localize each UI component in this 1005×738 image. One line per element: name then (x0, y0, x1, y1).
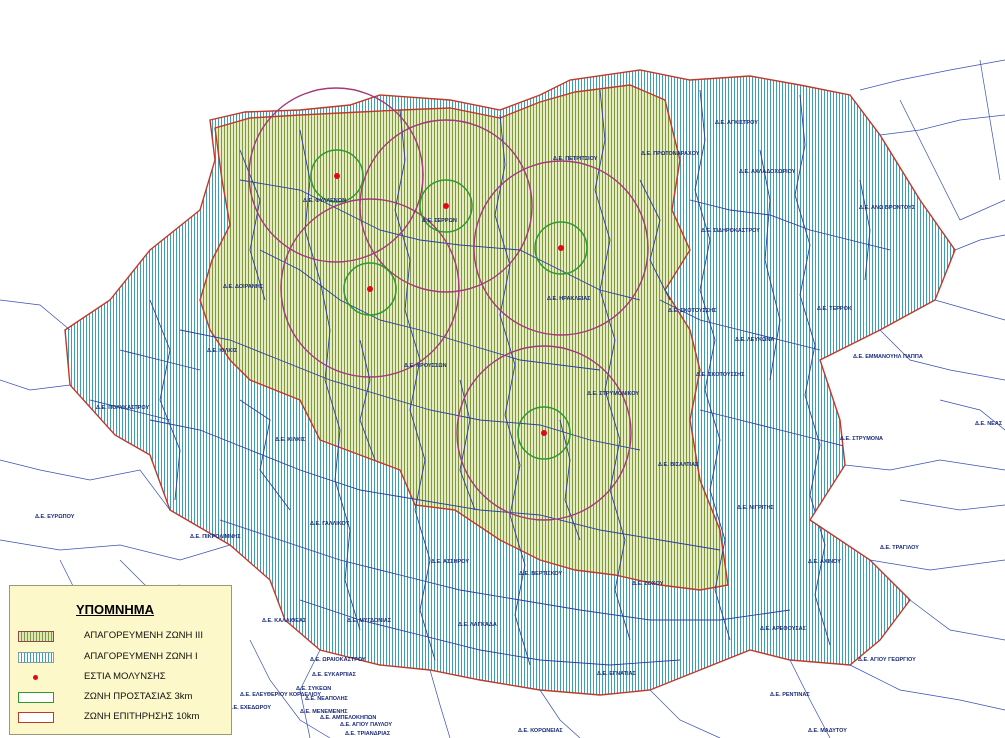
municipality-label: Δ.Ε. ΝΕΑΣ (975, 421, 1003, 427)
surveillance-circle (359, 119, 533, 293)
outbreak-point[interactable] (558, 245, 564, 251)
protection-swatch (18, 692, 54, 703)
municipality-labels: Δ.Ε. ΑΓΚΙΣΤΡΟΥ Δ.Ε. ΠΡΩΤΟΝΑΡΑΧΟΥ Δ.Ε. ΑΧ… (35, 120, 1003, 737)
outbreak-dot-icon (18, 672, 54, 683)
municipality-label: Δ.Ε. ΓΑΛΛΙΚΟΥ (310, 521, 350, 527)
municipality-label: Δ.Ε. ΣΤΡΥΜΟΝΑ (840, 436, 883, 442)
municipality-label: Δ.Ε. ΤΡΑΓΙΛΟΥ (880, 545, 919, 551)
municipality-label: Δ.Ε. ΑΓΚΙΣΤΡΟΥ (715, 120, 758, 126)
municipality-label: Δ.Ε. ΒΙΣΑΛΤΙΑΣ (658, 462, 699, 468)
municipality-label: Δ.Ε. ΔΟΙΡΑΝΗΣ (223, 284, 264, 290)
municipality-label: Δ.Ε. ΑΜΠΕΛΟΚΗΠΩΝ (320, 715, 376, 721)
outbreak-point[interactable] (367, 286, 373, 292)
surveillance-swatch (18, 712, 54, 723)
municipality-label: Δ.Ε. ΑΓΙΟΥ ΓΕΩΡΓΙΟΥ (858, 657, 916, 663)
municipality-label: Δ.Ε. ΑΧΙΝΟΥ (808, 559, 841, 565)
municipality-label: Δ.Ε. ΛΑΓΚΑΔΑ (458, 622, 497, 628)
municipal-boundaries (89, 89, 891, 666)
surveillance-circle (473, 160, 649, 336)
legend-label: ΕΣΤΙΑ ΜΟΛΥΝΣΗΣ (84, 671, 166, 682)
protection-circle (534, 221, 588, 275)
municipality-label: Δ.Ε. ΜΥΓΔΟΝΙΑΣ (347, 618, 392, 624)
municipality-label: Δ.Ε. ΒΕΡΤΙΣΚΟΥ (519, 571, 563, 577)
municipality-label: Δ.Ε. ΣΟΧΟΥ (632, 581, 664, 587)
legend-label: ΑΠΑΓΟΡΕΥΜΕΝΗ ΖΩΝΗ Ι (84, 651, 198, 662)
surveillance-circle (280, 198, 460, 378)
municipality-label: Δ.Ε. ΣΚΟΤΟΥΣΣΗΣ (696, 372, 745, 378)
outbreak-point[interactable] (443, 203, 449, 209)
protection-circle (343, 262, 397, 316)
protection-circle (310, 149, 364, 203)
municipality-label: Δ.Ε. ΠΡΩΤΟΝΑΡΑΧΟΥ (641, 151, 700, 157)
zone-1-swatch (18, 652, 54, 663)
outbreak-point[interactable] (541, 430, 547, 436)
legend-item-outbreak: ΕΣΤΙΑ ΜΟΛΥΝΣΗΣ (18, 671, 230, 685)
zone-3-area (199, 84, 729, 591)
municipality-label: Δ.Ε. ΚΡΟΥΣΣΩΝ (404, 363, 447, 369)
municipality-label: Δ.Ε. ΦΥΛΛΕΝΩΝ (303, 198, 346, 204)
legend-label: ΖΩΝΗ ΠΡΟΣΤΑΣΙΑΣ 3km (84, 691, 193, 702)
outbreak-point[interactable] (334, 173, 340, 179)
municipality-label: Δ.Ε. ΑΝΩ ΒΡΟΝΤΟΥΣ (859, 205, 916, 211)
municipality-label: Δ.Ε. ΚΙΛΚΙΣ (275, 437, 306, 443)
protection-circle (419, 179, 473, 233)
municipality-label: Δ.Ε. ΣΥΚΕΩΝ (296, 686, 331, 692)
municipality-label: Δ.Ε. ΕΓΝΑΤΙΑΣ (597, 671, 637, 677)
municipality-label: Δ.Ε. ΕΛΕΥΘΕΡΙΟΥ ΚΟΡΔΕΛΙΟΥ (240, 692, 321, 698)
municipality-label: Δ.Ε. ΤΕΡΡΟΚ (817, 306, 852, 312)
outbreak-foci (334, 173, 564, 436)
municipality-label: Δ.Ε. ΚΙΛΚΙΣ (207, 348, 238, 354)
municipality-label: Δ.Ε. ΣΙΔΗΡΟΚΑΣΤΡΟΥ (701, 228, 760, 234)
surveillance-zones (248, 87, 649, 521)
outer-region-lines (0, 59, 1005, 738)
legend-item-zone-1: ΑΠΑΓΟΡΕΥΜΕΝΗ ΖΩΝΗ Ι (18, 651, 230, 665)
legend-title: ΥΠΟΜΝΗΜΑ (76, 602, 154, 617)
municipality-label: Δ.Ε. ΛΕΥΚΩΝΑ (735, 337, 774, 343)
municipality-label: Δ.Ε. ΝΙΓΡΙΤΗΣ (737, 505, 775, 511)
municipality-label: Δ.Ε. ΤΡΙΑΝΔΡΙΑΣ (345, 731, 391, 737)
zone-3-swatch (18, 631, 54, 642)
municipality-label: Δ.Ε. ΣΚΟΤΟΥΣΣΗΣ (668, 308, 717, 314)
legend-label: ΑΠΑΓΟΡΕΥΜΕΝΗ ΖΩΝΗ ΙΙΙ (84, 630, 203, 641)
municipality-label: Δ.Ε. ΚΑΛΛΙΘΕΑΣ (262, 618, 307, 624)
municipality-label: Δ.Ε. ΠΟΛΥΚΑΣΤΡΟΥ (96, 405, 150, 411)
surveillance-circle (248, 87, 424, 263)
municipality-label: Δ.Ε. ΠΕΤΡΙΤΣΙΟΥ (553, 156, 598, 162)
municipality-label: Δ.Ε. ΑΡΕΘΟΥΣΑΣ (760, 626, 807, 632)
municipality-label: Δ.Ε. ΕΜΜΑΝΟΥΗΛ ΠΑΠΠΑ (853, 354, 923, 360)
surveillance-circle (456, 345, 632, 521)
protection-circle (517, 406, 571, 460)
map-legend: ΥΠΟΜΝΗΜΑ ΑΠΑΓΟΡΕΥΜΕΝΗ ΖΩΝΗ ΙΙΙ ΑΠΑΓΟΡΕΥΜ… (9, 585, 232, 735)
municipality-label: Δ.Ε. ΣΤΡΥΜΟΝΙΚΟΥ (587, 391, 639, 397)
legend-item-protection: ΖΩΝΗ ΠΡΟΣΤΑΣΙΑΣ 3km (18, 691, 230, 705)
municipality-label: Δ.Ε. ΕΧΕΔΩΡΟΥ (228, 705, 271, 711)
municipality-label: Δ.Ε. ΑΧΛΑΔΟΧΩΡΙΟΥ (739, 169, 796, 175)
legend-item-zone-3: ΑΠΑΓΟΡΕΥΜΕΝΗ ΖΩΝΗ ΙΙΙ (18, 630, 230, 644)
municipality-label: Δ.Ε. ΑΣΣΗΡΟΥ (431, 559, 469, 565)
municipality-label: Δ.Ε. ΚΟΡΩΝΕΙΑΣ (518, 728, 563, 734)
municipality-label: Δ.Ε. ΡΕΝΤΙΝΑΣ (770, 692, 810, 698)
municipality-label: Δ.Ε. ΕΥΚΑΡΠΙΑΣ (312, 672, 357, 678)
municipality-label: Δ.Ε. ΩΡΑΙΟΚΑΣΤΡΟΥ (310, 657, 366, 663)
legend-item-surveillance: ΖΩΝΗ ΕΠΙΤΗΡΗΣΗΣ 10km (18, 711, 230, 725)
municipality-label: Δ.Ε. ΝΕΑΠΟΛΗΣ (305, 696, 349, 702)
municipality-label: Δ.Ε. ΜΑΔΥΤΟΥ (808, 728, 847, 734)
protection-zones (310, 149, 588, 460)
municipality-label: Δ.Ε. ΣΕΡΡΩΝ (422, 218, 457, 224)
legend-label: ΖΩΝΗ ΕΠΙΤΗΡΗΣΗΣ 10km (84, 711, 200, 722)
municipality-label: Δ.Ε. ΜΕΝΕΜΕΝΗΣ (300, 709, 348, 715)
municipality-label: Δ.Ε. ΠΙΚΡΟΛΙΜΝΗΣ (190, 534, 241, 540)
municipality-label: Δ.Ε. ΑΓΙΟΥ ΠΑΥΛΟΥ (340, 722, 392, 728)
municipality-label: Δ.Ε. ΗΡΑΚΛΕΙΑΣ (547, 296, 591, 302)
municipality-label: Δ.Ε. ΕΥΡΩΠΟΥ (35, 514, 75, 520)
